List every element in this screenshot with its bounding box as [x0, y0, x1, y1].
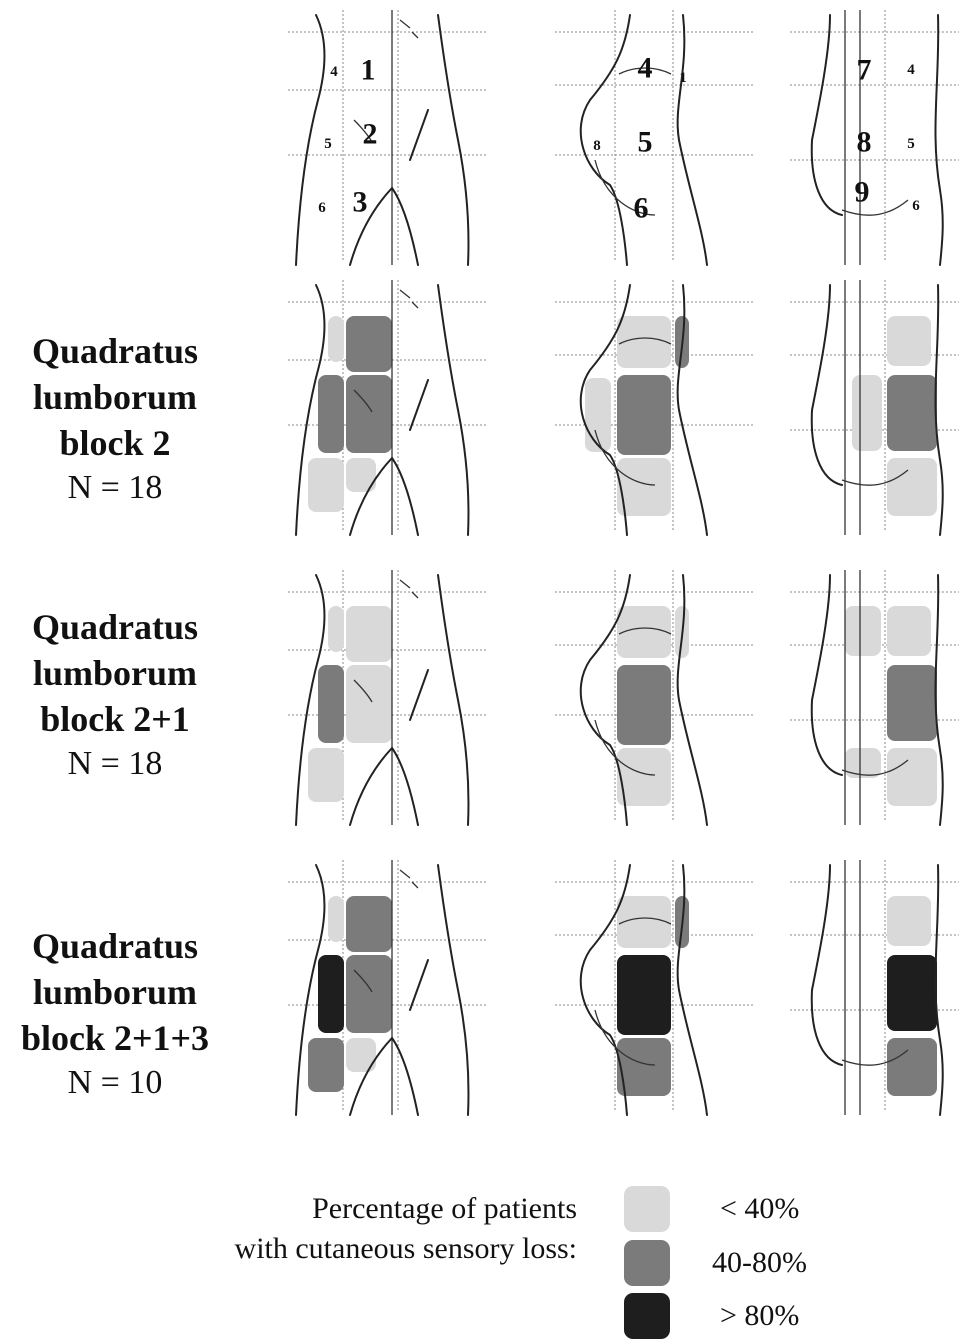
row-name-line-3: block 2+1: [0, 696, 230, 742]
region-4-shade: [328, 316, 344, 362]
lateral-body-diagram: [555, 570, 755, 830]
row-name-line-3: block 2+1+3: [0, 1015, 230, 1061]
region-6-shade: [308, 458, 344, 512]
row-name-line-1: Quadratus: [0, 328, 230, 374]
posterior-body-diagram: [790, 280, 959, 540]
posterior-outline: [812, 10, 943, 265]
region-5-shade: [617, 665, 671, 745]
lateral-body-diagram: 4 1 8 5 6: [555, 10, 755, 270]
region-6-shade: [887, 1038, 937, 1096]
region-5-shade: [887, 375, 937, 451]
legend-swatch-low: [624, 1186, 670, 1232]
region-1-shade: [346, 896, 392, 952]
region-6-shade: [887, 748, 937, 806]
region-4-shade: [328, 606, 344, 652]
region-label-6: 6: [912, 198, 920, 214]
region-3-shade: [346, 1038, 376, 1072]
row-label-qlb2: Quadratus lumborum block 2 N = 18: [0, 328, 230, 510]
region-label-2: 2: [363, 118, 378, 151]
region-label-8: 8: [857, 126, 872, 159]
region-5-shade: [887, 955, 937, 1031]
region-label-1: 1: [679, 70, 687, 86]
row-n-count: N = 18: [0, 466, 230, 510]
reference-lateral-panel: 4 1 8 5 6: [555, 10, 755, 270]
anterior-body-diagram: [288, 570, 488, 830]
row-3-posterior-panel: [790, 860, 959, 1120]
row-2-anterior-panel: [288, 570, 488, 830]
row-name-line-1: Quadratus: [0, 923, 230, 969]
region-label-3: 3: [353, 186, 368, 219]
row-1-lateral-panel: [555, 280, 755, 540]
anterior-body-diagram: [288, 860, 488, 1120]
legend-title-line-1: Percentage of patients: [180, 1189, 577, 1229]
region-label-4: 4: [638, 52, 653, 85]
region-4-shade: [328, 896, 344, 942]
region-label-9: 9: [855, 176, 870, 209]
region-label-5: 5: [638, 126, 653, 159]
region-7-shade: [845, 606, 881, 656]
row-1-posterior-panel: [790, 280, 959, 540]
region-6-shade: [308, 748, 344, 802]
region-2-shade: [346, 375, 392, 453]
row-name-line-2: lumborum: [0, 650, 230, 696]
row-name-line-3: block 2: [0, 420, 230, 466]
legend-title: Percentage of patients with cutaneous se…: [180, 1189, 577, 1269]
region-label-5: 5: [324, 136, 332, 152]
posterior-body-diagram: [790, 860, 959, 1120]
region-2-shade: [346, 955, 392, 1033]
region-label-6: 6: [318, 200, 326, 216]
row-label-qlb213: Quadratus lumborum block 2+1+3 N = 10: [0, 923, 230, 1105]
region-label-1: 1: [361, 54, 376, 87]
region-4-shade: [887, 316, 931, 366]
region-4-shade: [887, 896, 931, 946]
region-5-shade: [318, 955, 344, 1033]
reference-anterior-panel: 1 2 3 4 5 6: [288, 10, 488, 270]
row-2-posterior-panel: [790, 570, 959, 830]
legend-swatch-high: [624, 1293, 670, 1339]
legend-label-mid: 40-80%: [712, 1240, 807, 1286]
row-3-lateral-panel: [555, 860, 755, 1120]
posterior-body-diagram: [790, 570, 959, 830]
row-name-line-1: Quadratus: [0, 604, 230, 650]
region-6-shade: [308, 1038, 344, 1092]
region-5-shade: [617, 375, 671, 455]
posterior-body-diagram: 7 4 8 5 9 6: [790, 10, 959, 270]
anterior-body-diagram: [288, 280, 488, 540]
region-label-5: 5: [907, 136, 915, 152]
anterior-body-diagram: 1 2 3 4 5 6: [288, 10, 488, 270]
region-5-shade: [318, 375, 344, 453]
row-name-line-2: lumborum: [0, 969, 230, 1015]
region-6-shade: [887, 458, 937, 516]
region-5-shade: [617, 955, 671, 1035]
legend-label-low: < 40%: [720, 1186, 799, 1232]
reference-posterior-panel: 7 4 8 5 9 6: [790, 10, 959, 270]
region-3-shade: [346, 458, 376, 492]
row-3-anterior-panel: [288, 860, 488, 1120]
legend-swatch-mid: [624, 1240, 670, 1286]
region-label-4: 4: [330, 64, 338, 80]
region-5-shade: [887, 665, 937, 741]
row-n-count: N = 10: [0, 1061, 230, 1105]
region-label-6: 6: [634, 192, 649, 225]
row-1-anterior-panel: [288, 280, 488, 540]
legend-label-high: > 80%: [720, 1293, 799, 1339]
region-5-shade: [318, 665, 344, 743]
region-1-shade: [346, 316, 392, 372]
region-8-shade: [852, 375, 882, 451]
region-1-shade: [346, 606, 392, 662]
region-4-shade: [887, 606, 931, 656]
row-label-qlb21: Quadratus lumborum block 2+1 N = 18: [0, 604, 230, 786]
row-2-lateral-panel: [555, 570, 755, 830]
lateral-body-diagram: [555, 860, 755, 1120]
region-label-8: 8: [593, 138, 601, 154]
row-name-line-2: lumborum: [0, 374, 230, 420]
region-9-shade: [845, 748, 881, 778]
region-label-7: 7: [857, 54, 872, 87]
legend-title-line-2: with cutaneous sensory loss:: [180, 1229, 577, 1269]
row-n-count: N = 18: [0, 742, 230, 786]
lateral-body-diagram: [555, 280, 755, 540]
region-2-shade: [346, 665, 392, 743]
region-label-4: 4: [907, 62, 915, 78]
anterior-outline: [296, 10, 469, 265]
